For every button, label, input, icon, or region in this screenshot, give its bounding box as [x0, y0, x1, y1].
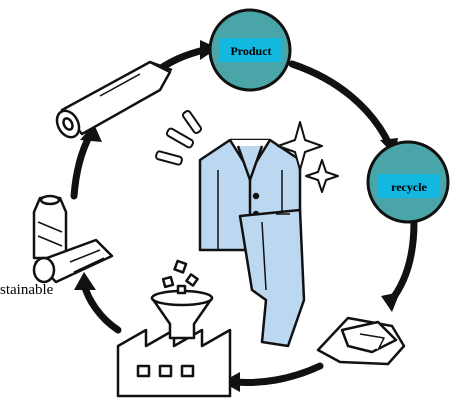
clothes-illustration	[198, 138, 306, 348]
sparkle-icon	[277, 121, 323, 171]
arrow-recycle-to-scraps	[386, 218, 418, 306]
fabric-roll-illustration	[55, 60, 173, 139]
shine-marks	[155, 110, 202, 166]
arrow-product-to-recycle	[288, 60, 392, 146]
arrow-rolls-to-roll	[70, 131, 94, 200]
product-label: Product	[230, 44, 271, 58]
sparkle-icons	[277, 121, 339, 193]
arrow-head	[80, 124, 102, 142]
recycle-label: recycle	[391, 180, 427, 194]
sustainable-caption: stainable	[0, 282, 54, 298]
recycle-node: recycle	[366, 140, 450, 224]
thread-rolls-illustration	[32, 194, 114, 284]
product-node: Product	[208, 8, 292, 92]
sparkle-icon	[305, 159, 339, 193]
arrow-factory-to-cloth	[80, 280, 122, 334]
factory-illustration	[116, 259, 232, 398]
arrow-scraps-to-factory	[232, 362, 324, 386]
arrow-head	[74, 272, 96, 290]
fabric-scraps-illustration	[316, 316, 406, 366]
arrow-head	[381, 292, 400, 312]
